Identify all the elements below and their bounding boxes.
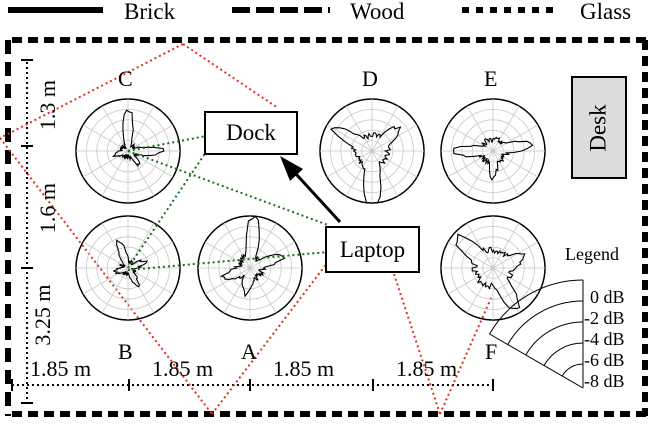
polar-plot-spoke	[223, 267, 251, 314]
radiation-pattern-trace	[455, 233, 526, 310]
polar-plot-spoke	[466, 150, 494, 197]
gain-legend-arc	[561, 363, 584, 377]
polar-plot-spoke	[204, 241, 251, 269]
polar-plot-spoke	[371, 150, 399, 197]
red-dotted-region	[0, 137, 213, 415]
polar-plot-spoke	[326, 124, 373, 152]
desk-label: Desk	[586, 103, 611, 152]
gain-legend-arc	[507, 300, 584, 345]
gain-legend-arc	[525, 321, 584, 356]
gain-legend-edge	[489, 333, 584, 389]
polar-plot-spoke	[127, 241, 174, 269]
red-dotted-region	[393, 273, 441, 415]
polar-plot-spoke	[447, 241, 494, 269]
polar-plot-spoke	[447, 267, 494, 295]
polar-plot-spoke	[345, 150, 373, 197]
gain-legend-title: Legend	[565, 244, 619, 264]
position-label-d: D	[362, 66, 378, 91]
green-dotted-link	[127, 151, 207, 269]
polar-plot-spoke	[371, 150, 418, 178]
dimension-label-h1: 1.85 m	[30, 356, 92, 381]
gain-legend-level: 0 dB	[590, 287, 625, 307]
legend-brick-label: Brick	[124, 0, 176, 24]
dimension-label-3: 3.25 m	[30, 284, 55, 346]
polar-plot-spoke	[371, 105, 399, 152]
arrow-head	[280, 156, 303, 181]
polar-plot	[319, 98, 425, 204]
position-label-e: E	[484, 66, 498, 91]
dock-box: Dock	[204, 111, 298, 155]
polar-plot-spoke	[127, 222, 155, 269]
green-dotted-link	[127, 135, 207, 152]
dimension-label-2: 1.6 m	[35, 182, 60, 234]
polar-plot-spoke	[127, 124, 174, 152]
polar-plot-spoke	[492, 267, 520, 314]
polar-plot	[75, 98, 181, 204]
polar-plot-spoke	[371, 124, 418, 152]
polar-plot-spoke	[101, 222, 129, 269]
red-dotted-region	[0, 43, 184, 139]
polar-plot-spoke	[127, 267, 155, 314]
polar-plot-spoke	[492, 267, 539, 295]
polar-plot-spoke	[492, 222, 520, 269]
polar-plot	[440, 98, 546, 204]
polar-plot-spoke	[326, 150, 373, 178]
gain-legend-level: -4 dB	[584, 329, 625, 349]
radiation-pattern-trace	[329, 125, 402, 204]
polar-plot-spoke	[101, 267, 129, 314]
polar-plot-spoke	[249, 267, 277, 314]
dimension-label-h3: 1.85 m	[273, 356, 335, 381]
position-label-b: B	[118, 339, 133, 364]
position-label-f: F	[485, 339, 498, 364]
laptop-box: Laptop	[325, 226, 420, 273]
green-dotted-link	[127, 150, 329, 226]
polar-plot-spoke	[223, 222, 251, 269]
red-dotted-region	[211, 261, 329, 415]
dimension-label-1: 1.3 m	[35, 79, 60, 131]
polar-plot-spoke	[345, 105, 373, 152]
gain-legend-arc	[543, 342, 584, 366]
green-dotted-link	[127, 251, 329, 271]
polar-plot	[75, 215, 181, 321]
polar-plot-spoke	[82, 267, 129, 295]
desk-box: Desk	[571, 76, 627, 179]
red-dotted-region	[182, 43, 279, 109]
position-label-a: A	[241, 339, 257, 364]
legend-glass-label: Glass	[580, 0, 632, 24]
gain-legend-fan	[489, 279, 584, 389]
polar-plot-spoke	[492, 150, 520, 197]
polar-plot-spoke	[447, 150, 494, 178]
polar-plot-spoke	[466, 267, 494, 314]
gain-legend-level: -2 dB	[584, 308, 625, 328]
radiation-pattern-trace	[111, 109, 165, 168]
polar-plot-spoke	[204, 267, 251, 295]
position-label-c: C	[118, 66, 133, 91]
polar-plot-spoke	[466, 105, 494, 152]
polar-plot-spoke	[466, 222, 494, 269]
polar-plot	[440, 215, 546, 321]
polar-plot-spoke	[127, 105, 155, 152]
polar-plot-spoke	[101, 150, 129, 197]
laptop-to-dock-arrow	[294, 172, 342, 224]
dimension-label-h4: 1.85 m	[396, 356, 458, 381]
radiation-pattern-trace	[219, 215, 286, 298]
legend-wood-label: Wood	[350, 0, 405, 24]
polar-plot-spoke	[492, 241, 539, 269]
gain-legend-level: -6 dB	[584, 350, 625, 370]
polar-plot-spoke	[492, 150, 539, 178]
gain-legend-arc	[489, 279, 584, 335]
polar-plot-spoke	[492, 124, 539, 152]
dimension-label-h2: 1.85 m	[152, 356, 214, 381]
polar-plot-spoke	[127, 267, 174, 295]
polar-plot-spoke	[492, 105, 520, 152]
radiation-pattern-trace	[453, 136, 534, 181]
red-dotted-region	[439, 295, 493, 415]
gain-legend-level: -8 dB	[584, 371, 625, 391]
polar-plot-spoke	[249, 222, 277, 269]
polar-plot-spoke	[82, 241, 129, 269]
polar-plot	[197, 215, 303, 321]
polar-plot-spoke	[249, 267, 296, 295]
